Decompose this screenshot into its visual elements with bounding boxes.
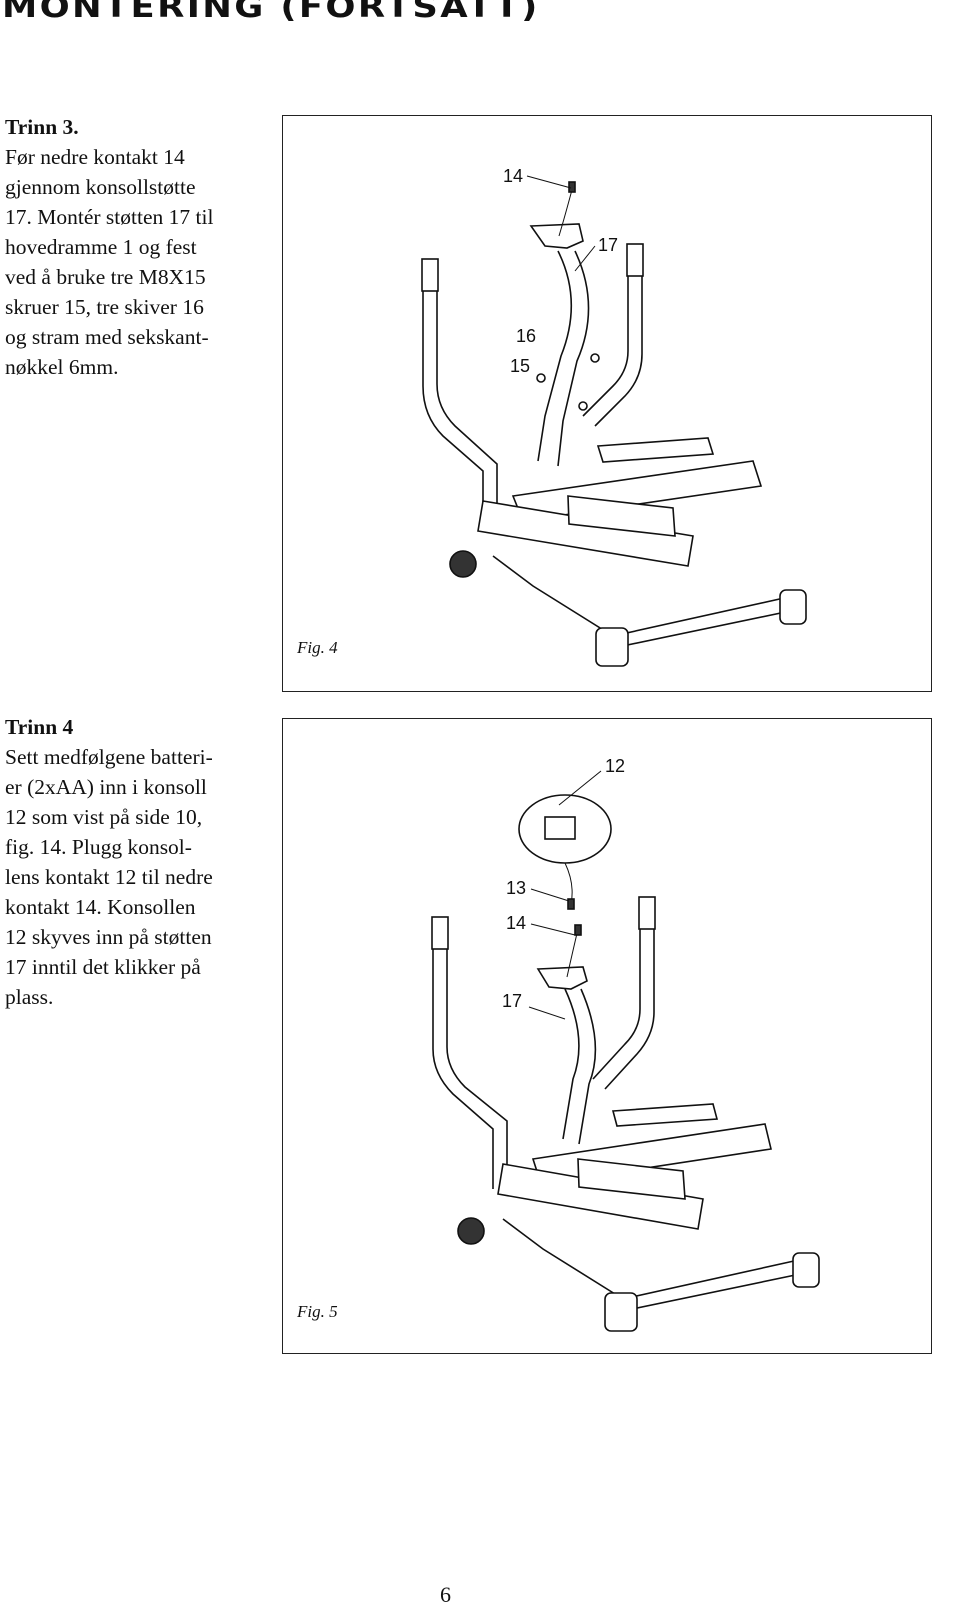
step3-text: Før nedre kontakt 14 gjennom konsollstøt… [5,145,214,379]
page-heading: MONTERING (FORTSATT) [2,0,540,25]
step4-instructions: Trinn 4 Sett medfølgene batteri- er (2xA… [5,712,267,1012]
step3-title: Trinn 3. [5,115,79,139]
fig4-exercise-machine-drawing [421,181,807,667]
step4-text: Sett medfølgene batteri- er (2xAA) inn i… [5,745,213,1009]
fig5-caption: Fig. 5 [297,1302,338,1321]
step4-title: Trinn 4 [5,715,74,739]
figure-5: 12 13 14 17 Fig. 5 [282,718,932,1354]
fig4-caption: Fig. 4 [297,638,338,657]
figure-4: 14 17 16 15 Fig. 4 [282,115,932,692]
fig5-exercise-machine-drawing [431,794,820,1332]
page-number: 6 [440,1582,451,1607]
step3-instructions: Trinn 3. Før nedre kontakt 14 gjennom ko… [5,112,267,382]
